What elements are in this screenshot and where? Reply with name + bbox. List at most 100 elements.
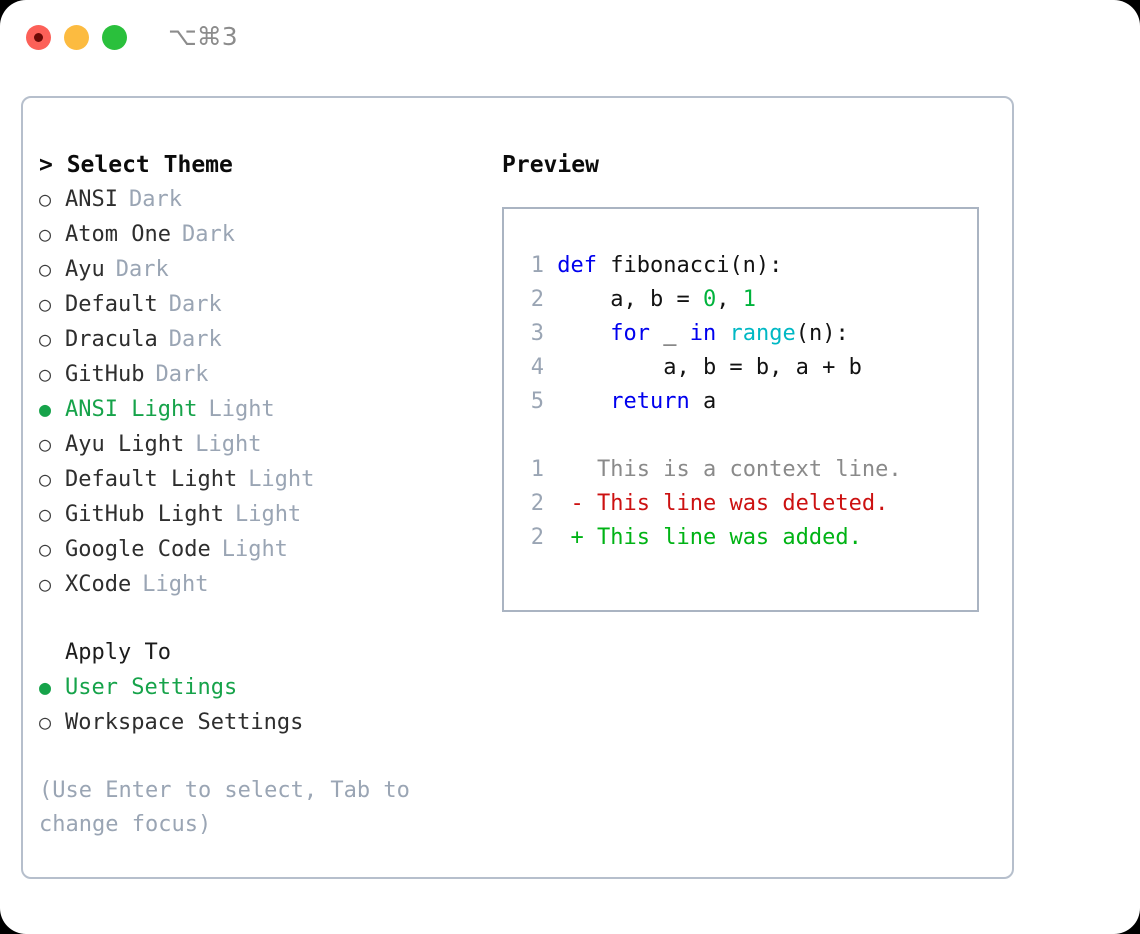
radio-unselected-icon: ○ [39, 222, 52, 246]
code-token [716, 321, 729, 346]
theme-list-item[interactable]: ○ GitHub Light Light [39, 497, 489, 532]
theme-name: GitHub [65, 362, 145, 387]
theme-list-item[interactable]: ○ Dracula Dark [39, 322, 489, 357]
apply-to-option[interactable]: ○Workspace Settings [39, 705, 489, 740]
radio-unselected-icon: ○ [39, 432, 52, 456]
diff-text: This is a context line. [583, 457, 902, 482]
diff-text: This line was added. [583, 525, 862, 550]
radio-selected-icon: ● [39, 397, 52, 421]
theme-name: Ayu [65, 257, 105, 282]
theme-kind-badge: Dark [128, 187, 182, 212]
diff-line-number: 1 [530, 457, 544, 482]
title-bar: ⌥⌘3 [0, 0, 1140, 78]
theme-list-header: > Select Theme [39, 152, 233, 178]
code-line: 1 def fibonacci(n): [522, 249, 862, 283]
radio-unselected-icon: ○ [39, 362, 52, 386]
radio-selected-icon: ● [39, 675, 52, 699]
preview-header: Preview [502, 152, 599, 178]
diff-line: 2 - This line was deleted. [522, 487, 902, 521]
code-token: 0 [702, 287, 717, 312]
help-hint-text: (Use Enter to select, Tab to change focu… [39, 778, 424, 837]
theme-kind-badge: Dark [168, 292, 222, 317]
section-spacer [39, 602, 489, 636]
theme-name: Default [65, 292, 158, 317]
code-token: in [689, 321, 717, 346]
code-line: 5 return a [522, 385, 862, 419]
radio-unselected-icon: ○ [39, 292, 52, 316]
code-line: 2 a, b = 0, 1 [522, 283, 862, 317]
code-line: 3 for _ in range(n): [522, 317, 862, 351]
apply-to-option-label: User Settings [65, 675, 238, 700]
apply-to-option[interactable]: ● User Settings [39, 670, 489, 705]
code-token: , [716, 287, 743, 312]
diff-line: 1 This is a context line. [522, 453, 902, 487]
theme-name: Atom One [65, 222, 171, 247]
code-token: def [557, 253, 611, 278]
keyboard-shortcut-label: ⌥⌘3 [168, 22, 238, 51]
close-button[interactable] [26, 25, 51, 50]
code-line-number: 2 [530, 287, 544, 312]
apply-to-options: ● User Settings ○Workspace Settings [39, 670, 489, 740]
code-token [557, 389, 610, 414]
window-controls [26, 25, 127, 50]
theme-name: Google Code [65, 537, 211, 562]
theme-list-item[interactable]: ○ Ayu Dark [39, 252, 489, 287]
diff-sample: 1 This is a context line.2 - This line w… [522, 453, 902, 555]
radio-unselected-icon: ○ [39, 187, 52, 211]
theme-kind-badge: Dark [115, 257, 169, 282]
theme-list-item[interactable]: ○ ANSI Dark [39, 182, 489, 217]
code-token: (n): [795, 321, 849, 346]
code-token: a, b = [557, 287, 703, 312]
theme-name: GitHub Light [65, 502, 224, 527]
code-token [557, 321, 610, 346]
radio-unselected-icon: ○ [39, 502, 52, 526]
theme-kind-badge: Dark [155, 362, 209, 387]
radio-unselected-icon: ○ [39, 327, 52, 351]
code-token: fibonacci(n): [610, 253, 783, 278]
diff-line: 2 + This line was added. [522, 521, 902, 555]
apply-to-label: Apply To [65, 640, 171, 665]
theme-list-item[interactable]: ○ Default Dark [39, 287, 489, 322]
theme-kind-badge: Light [248, 467, 315, 492]
code-token: 1 [742, 287, 756, 312]
diff-sign [571, 457, 584, 482]
code-line-number: 4 [530, 355, 544, 380]
diff-sign: - [570, 491, 584, 516]
code-token: return [610, 389, 690, 414]
theme-name: ANSI [65, 187, 118, 212]
code-line: 4 a, b = b, a + b [522, 351, 862, 385]
theme-kind-badge: Light [234, 502, 302, 527]
theme-name: Dracula [65, 327, 158, 352]
maximize-button[interactable] [102, 25, 127, 50]
theme-kind-badge: Dark [168, 327, 222, 352]
radio-unselected-icon: ○ [39, 537, 52, 561]
code-token: for [610, 321, 650, 346]
minimize-button[interactable] [64, 25, 89, 50]
theme-name: Ayu Light [65, 432, 185, 457]
theme-list-item[interactable]: ○ GitHub Dark [39, 357, 489, 392]
code-line-number: 3 [530, 321, 544, 346]
diff-sign: + [570, 525, 584, 550]
diff-text: This line was deleted. [583, 491, 889, 516]
theme-name: XCode [65, 572, 132, 597]
preview-pane: Preview 1 def fibonacci(n):2 a, b = 0, 1… [502, 148, 1002, 612]
radio-unselected-icon: ○ [39, 467, 52, 491]
radio-unselected-icon: ○ [39, 257, 52, 281]
code-token: a, b = b, a + b [557, 355, 862, 380]
code-line-number: 1 [530, 253, 544, 278]
code-token: range [729, 321, 796, 346]
diff-line-number: 2 [530, 491, 544, 516]
diff-line-number: 2 [530, 525, 544, 550]
theme-kind-badge: Light [142, 572, 209, 597]
